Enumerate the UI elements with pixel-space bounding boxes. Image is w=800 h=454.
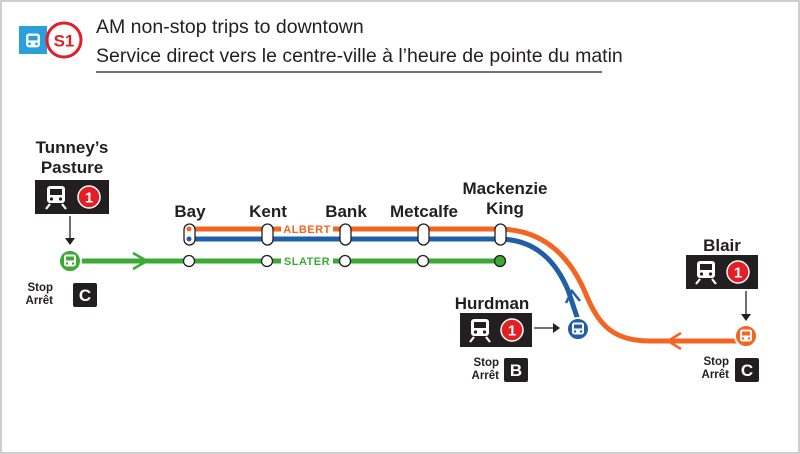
route-badge xyxy=(45,21,83,59)
station-tunneys-line1: Tunney’s xyxy=(36,138,109,157)
station-tunneys-line2: Pasture xyxy=(41,158,103,177)
tunneys-stop-letter-box xyxy=(73,283,97,307)
bay-blue-dot xyxy=(186,236,192,242)
mackenzie-slater-marker xyxy=(493,254,507,268)
line-1-badge xyxy=(77,185,101,209)
title-english: AM non-stop trips to downtown xyxy=(96,16,364,38)
hurdman-stop-fr: Arrêt xyxy=(472,370,500,382)
line-1-label: 1 xyxy=(85,190,93,207)
station-bay: Bay xyxy=(174,202,206,221)
albert-label-bg xyxy=(281,222,333,235)
hurdman-stop-letter-box xyxy=(504,358,528,382)
station-bank: Bank xyxy=(325,202,367,221)
tunneys-arrowhead xyxy=(65,238,75,245)
station-hurdman: Hurdman xyxy=(455,294,530,313)
route-lines xyxy=(70,226,748,351)
blair-stop-en: Stop xyxy=(703,356,729,368)
bus-icon xyxy=(572,322,584,335)
albert-street-label: ALBERT xyxy=(283,224,331,236)
metcalfe-slater-marker xyxy=(416,254,430,268)
tunneys-stop-fr: Arrêt xyxy=(26,295,54,307)
hurdman-arrowhead xyxy=(553,323,560,333)
route-badge-label: S1 xyxy=(54,32,75,51)
station-mackenzie-line2: King xyxy=(486,199,524,218)
albert-route-line-orange xyxy=(190,226,748,344)
blair-arrowhead xyxy=(741,314,751,321)
line-1-badge xyxy=(726,260,750,284)
blue-direction-arrow xyxy=(564,288,581,304)
hurdman-stop-en: Stop xyxy=(473,357,499,369)
header: S1 AM non-stop trips to downtown Service… xyxy=(19,16,623,73)
kent-albert-marker xyxy=(261,223,274,246)
blair-stop-letter-box xyxy=(735,358,759,382)
orange-direction-arrow xyxy=(665,331,682,351)
blair-group: Blair 1 Stop Arrêt C xyxy=(686,236,759,382)
tunneys-stop-letter: C xyxy=(79,286,91,305)
metcalfe-albert-marker xyxy=(417,223,430,246)
line-1-label: 1 xyxy=(508,323,516,340)
station-blair: Blair xyxy=(703,236,741,255)
station-mackenzie-line1: Mackenzie xyxy=(462,179,547,198)
title-french: Service direct vers le centre-ville à l’… xyxy=(96,45,623,67)
bay-orange-dot xyxy=(186,226,192,232)
bus-icon xyxy=(64,254,76,267)
bank-albert-marker xyxy=(339,223,352,246)
mackenzie-albert-marker xyxy=(494,223,507,246)
bay-slater-marker xyxy=(182,254,196,268)
station-kent: Kent xyxy=(249,202,287,221)
slater-label-bg xyxy=(281,254,333,267)
line-1-badge xyxy=(500,318,524,342)
tunneys-stop-en: Stop xyxy=(27,282,53,294)
green-direction-arrow xyxy=(132,251,150,271)
bus-icon xyxy=(26,33,40,48)
kent-slater-marker xyxy=(260,254,274,268)
line-1-label: 1 xyxy=(734,265,742,282)
hurdman-stop-letter: B xyxy=(510,361,522,380)
blair-stop-letter: C xyxy=(741,361,753,380)
station-markers xyxy=(182,223,507,268)
bank-slater-marker xyxy=(338,254,352,268)
hurdman-group: Hurdman 1 Stop Arrêt B xyxy=(455,294,590,382)
station-metcalfe: Metcalfe xyxy=(390,202,458,221)
slater-street-label: SLATER xyxy=(284,256,330,268)
bus-icon xyxy=(740,329,752,342)
blair-stop-fr: Arrêt xyxy=(702,369,730,381)
tunneys-pasture-group: Tunney’s Pasture 1 Stop Arrêt C xyxy=(26,138,109,307)
